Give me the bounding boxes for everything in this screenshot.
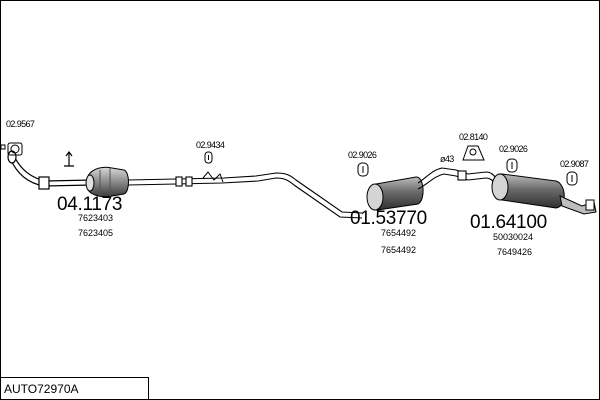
small-part-02-8140-label: 02.8140	[459, 132, 488, 142]
part-04-1173-label: 04.1173	[57, 194, 123, 215]
small-part-02-9026-a-label: 02.9026	[348, 150, 377, 160]
hanger-02-9434-icon	[204, 151, 213, 164]
rear-muffler	[491, 173, 597, 215]
title-box: AUTO72970A	[0, 377, 149, 399]
pipe-diameter-note: ø43	[440, 154, 454, 164]
part-01-64100-ref-2: 7649426	[497, 247, 533, 257]
part-01-64100-ref-1: 50030024	[493, 232, 534, 242]
small-part-02-9026-b-label: 02.9026	[499, 144, 528, 154]
bracket-02-8140-icon	[462, 145, 485, 161]
part-04-1173-ref-2: 7623405	[78, 228, 114, 238]
hanger-02-9026-b-icon	[506, 158, 518, 173]
catalytic-converter	[85, 166, 129, 198]
part-01-53770-ref-2: 7654492	[381, 245, 417, 255]
rear-pipe	[417, 167, 499, 190]
middle-muffler	[366, 176, 424, 211]
hanger-02-9026-a-icon	[357, 162, 369, 177]
center-pipe	[127, 171, 363, 219]
diagram-title: AUTO72970A	[4, 382, 79, 396]
clamp-icon	[64, 151, 74, 167]
small-part-02-9567-label: 02.9567	[6, 119, 35, 129]
hanger-02-9087-icon	[566, 171, 578, 186]
edge-marker	[0, 144, 6, 150]
part-01-53770-ref-1: 7654492	[381, 228, 417, 238]
small-part-02-9087-label: 02.9087	[560, 159, 589, 169]
part-01-64100-label: 01.64100	[470, 212, 547, 233]
front-pipe	[7, 150, 93, 190]
part-01-53770-label: 01.53770	[350, 208, 427, 229]
small-part-02-9434-label: 02.9434	[196, 140, 225, 150]
part-04-1173-ref-1: 7623403	[78, 213, 114, 223]
gasket-02-9567-icon	[7, 142, 23, 156]
